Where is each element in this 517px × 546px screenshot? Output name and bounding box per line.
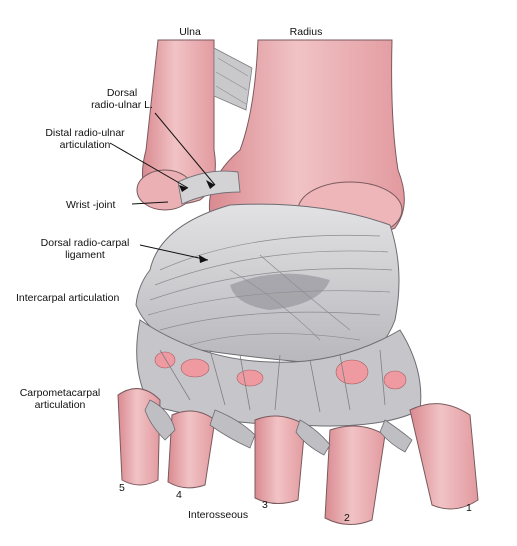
label-carpometacarpal-line1: Carpometacarpal	[19, 387, 101, 399]
label-distal-radio-ulnar-line1: Distal radio-ulnar	[45, 127, 125, 139]
leader-lines	[109, 112, 216, 261]
label-dorsal-radio-ulnar: Dorsal radio-ulnar L.	[77, 87, 167, 111]
label-dorsal-radio-carpal-line1: Dorsal radio-carpal	[40, 237, 130, 249]
label-distal-radio-ulnar-line2: articulation	[59, 139, 111, 151]
label-carpometacarpal: Carpometacarpal articulation	[18, 387, 102, 411]
digit-number-3: 3	[262, 499, 268, 511]
label-intercarpal: Intercarpal articulation	[16, 292, 120, 304]
label-carpometacarpal-line2: articulation	[34, 399, 86, 411]
dorsal-radio-ulnar-ligament	[177, 170, 241, 205]
metacarpal-bones	[117, 388, 479, 525]
label-distal-radio-ulnar: Distal radio-ulnar articulation	[38, 127, 132, 151]
digit-number-2: 2	[344, 512, 350, 524]
arrowheads	[179, 180, 215, 263]
digit-number-1: 1	[466, 502, 472, 514]
label-interosseous: Interosseous	[188, 509, 249, 521]
digit-number-4: 4	[176, 489, 182, 501]
label-radius: Radius	[289, 26, 323, 38]
label-dorsal-radio-ulnar-line1: Dorsal	[106, 87, 138, 99]
metacarpal-3	[254, 415, 306, 504]
metacarpal-4	[167, 410, 216, 489]
interosseous-membrane	[213, 47, 253, 111]
digit-number-5: 5	[119, 482, 125, 494]
label-ulna: Ulna	[179, 26, 201, 38]
label-dorsal-radio-carpal: Dorsal radio-carpal ligament	[30, 237, 140, 261]
metacarpal-1	[409, 403, 479, 510]
label-dorsal-radio-ulnar-line2: radio-ulnar L.	[91, 99, 153, 111]
metacarpal-2	[324, 425, 386, 525]
label-wrist-joint: Wrist -joint	[66, 199, 116, 211]
label-dorsal-radio-carpal-line2: ligament	[65, 249, 105, 261]
